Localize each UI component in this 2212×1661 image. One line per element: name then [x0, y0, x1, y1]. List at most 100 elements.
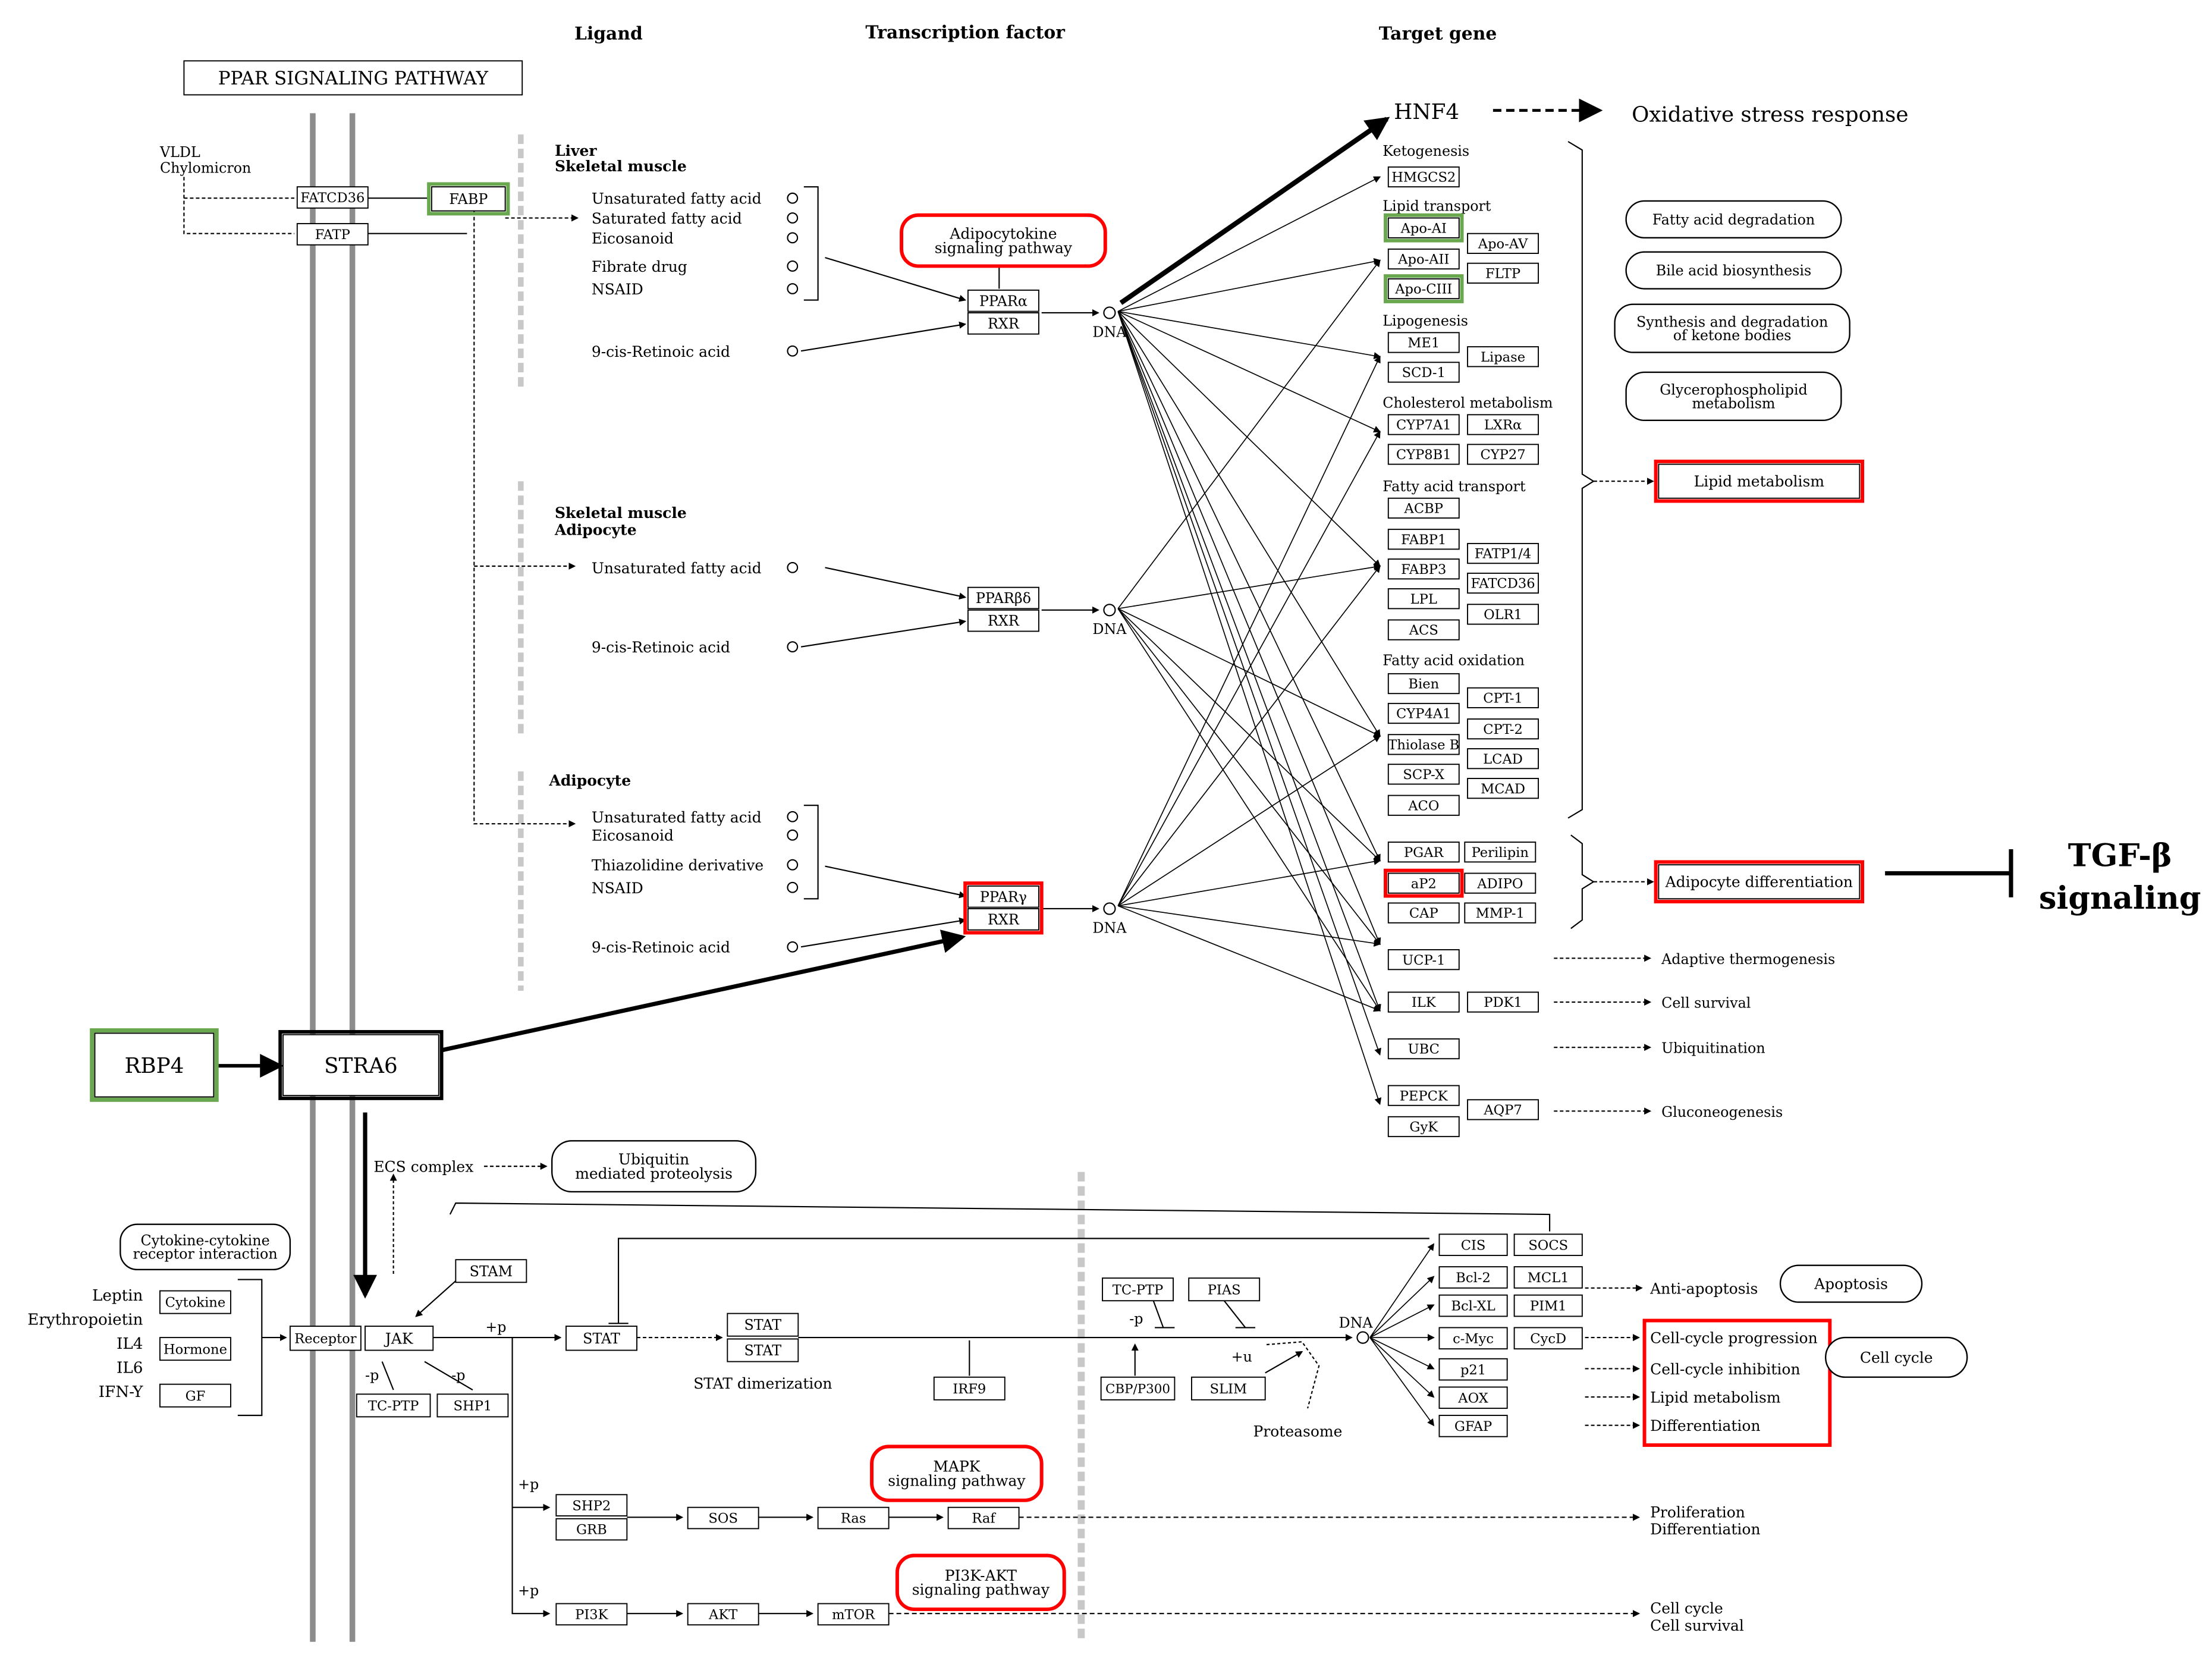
- pepck-gene: PEPCK: [1400, 1088, 1449, 1104]
- fabp-node: FABP: [449, 191, 488, 208]
- cyp27-gene-frame: [1467, 444, 1539, 465]
- ap2-gene-frame: [1387, 872, 1460, 894]
- cpt2-gene: CPT-2: [1483, 722, 1523, 737]
- ubiquitin-pathway: mediated proteolysis: [575, 1165, 733, 1182]
- cis-node: CIS: [1461, 1238, 1486, 1253]
- oxidative-stress-label: Oxidative stress response: [1632, 103, 1908, 127]
- process-pathway-frame: [1625, 251, 1842, 290]
- cell-cycle-label: Cell cycle: [1650, 1600, 1723, 1617]
- ap2-gene: aP2: [1411, 876, 1437, 891]
- connector: [1223, 1300, 1246, 1329]
- ligand-circle: [787, 941, 799, 953]
- pias-node: PIAS: [1208, 1282, 1241, 1298]
- olr1-gene: OLR1: [1484, 607, 1522, 623]
- proliferation-label: Proliferation: [1650, 1503, 1745, 1521]
- stat-dimer-node-frame: [727, 1338, 799, 1362]
- ppar-node-frame: [967, 885, 1039, 908]
- pim1-node-frame: [1513, 1294, 1583, 1317]
- cap-gene: CAP: [1409, 906, 1438, 921]
- ppar-node-frame: [967, 586, 1039, 610]
- apoav-gene: Apo-AV: [1478, 236, 1528, 252]
- ligand-circle: [787, 829, 799, 841]
- fatcd36-node-frame: [296, 186, 369, 209]
- aqp7-gene: AQP7: [1483, 1103, 1522, 1118]
- ligand-label: Eicosanoid: [592, 827, 674, 844]
- p-label: +p: [518, 1476, 539, 1493]
- adipocytokine-pathway: signaling pathway: [935, 239, 1073, 256]
- dna-circle: [1103, 604, 1116, 617]
- rxr-node: RXR: [988, 613, 1020, 629]
- mtor-node: mTOR: [832, 1607, 875, 1623]
- gf-box: GF: [186, 1389, 206, 1404]
- akt-node-frame: [687, 1603, 759, 1626]
- tc-ptp-node: TC-PTP: [1113, 1282, 1164, 1298]
- me1-gene-frame: [1387, 332, 1460, 353]
- ligand-label: Eicosanoid: [592, 230, 674, 247]
- ligand-label: Unsaturated fatty acid: [592, 809, 762, 826]
- p-label: +p: [518, 1582, 539, 1599]
- connector: [237, 1279, 263, 1417]
- ligand-circle: [787, 212, 799, 224]
- process-pathway-frame: [1614, 303, 1850, 353]
- ubc-gene-frame: [1387, 1038, 1460, 1060]
- connector: [1118, 258, 1381, 312]
- connector: [381, 1361, 394, 1390]
- group-fa-transport: Fatty acid transport: [1382, 478, 1526, 495]
- retinoic-acid-label: 9-cis-Retinoic acid: [592, 343, 730, 360]
- bcl2-node-frame: [1438, 1266, 1508, 1289]
- process-pathway: metabolism: [1692, 395, 1776, 412]
- cbp-p300-node-frame: [1100, 1376, 1176, 1401]
- vldl-label: VLDL: [159, 144, 200, 161]
- apoa2-gene: Apo-AII: [1397, 252, 1449, 268]
- bclxl-node-frame: [1438, 1294, 1508, 1317]
- rbp4-node-highlight: [90, 1028, 219, 1102]
- connector: [1267, 1341, 1320, 1409]
- rbp4-node-frame: [94, 1032, 215, 1098]
- connector: [1117, 608, 1381, 862]
- dna-label: DNA: [1092, 324, 1127, 340]
- stat-dimer-node: STAT: [744, 1342, 781, 1359]
- tissue-label: Adipocyte: [554, 522, 637, 539]
- connector: [825, 257, 967, 302]
- stra6-node: STRA6: [324, 1054, 398, 1078]
- connector: [1117, 735, 1381, 906]
- ucp1-gene: UCP-1: [1402, 953, 1445, 968]
- connector: [1117, 176, 1381, 312]
- scd1-gene-frame: [1387, 362, 1460, 383]
- ppar-node: PPARα: [979, 293, 1028, 309]
- apoa2-gene-frame: [1387, 248, 1460, 270]
- lcad-gene: LCAD: [1483, 752, 1523, 767]
- process-pathway: of ketone bodies: [1673, 327, 1792, 344]
- ilk-gene-frame: [1387, 991, 1460, 1013]
- cell-cycle-pathway-frame: [1825, 1336, 1968, 1378]
- mcl1-node-frame: [1513, 1266, 1583, 1289]
- ligand-circle: [787, 283, 799, 294]
- dna-label: DNA: [1338, 1314, 1373, 1331]
- rxr-node: RXR: [988, 911, 1020, 928]
- acbp-gene-frame: [1387, 497, 1460, 519]
- p21-node: p21: [1460, 1362, 1486, 1378]
- fabp1-gene-frame: [1387, 529, 1460, 550]
- pgar-gene: PGAR: [1404, 845, 1444, 861]
- ligand-label: Unsaturated fatty acid: [592, 560, 762, 577]
- group-lipid-transport: Lipid transport: [1382, 198, 1491, 215]
- cytokine-interaction-pathway: Cytokine-cytokine: [141, 1232, 270, 1249]
- fabp-node-frame: [431, 186, 506, 212]
- cyp27-gene: CYP27: [1480, 447, 1525, 463]
- pathway-title: PPAR SIGNALING PATHWAY: [218, 68, 489, 89]
- rbp4-node: RBP4: [125, 1054, 184, 1078]
- fabp-node-highlight: [427, 182, 510, 216]
- scpx-gene: SCP-X: [1403, 767, 1444, 783]
- tgf-signaling-label: signaling: [2039, 880, 2201, 916]
- cell-cycle-item: Cell-cycle progression: [1650, 1330, 1818, 1347]
- rxr-node: RXR: [988, 315, 1020, 332]
- connector: [1117, 311, 1382, 1106]
- connector: [1118, 905, 1381, 947]
- raf-node: Raf: [972, 1511, 996, 1527]
- aqp7-gene-frame: [1467, 1099, 1539, 1120]
- shp2-node: SHP2: [572, 1498, 611, 1514]
- connector: [1117, 311, 1381, 737]
- ligand-circle: [787, 561, 799, 573]
- connector: [1567, 141, 1595, 819]
- gfap-node: GFAP: [1454, 1419, 1492, 1434]
